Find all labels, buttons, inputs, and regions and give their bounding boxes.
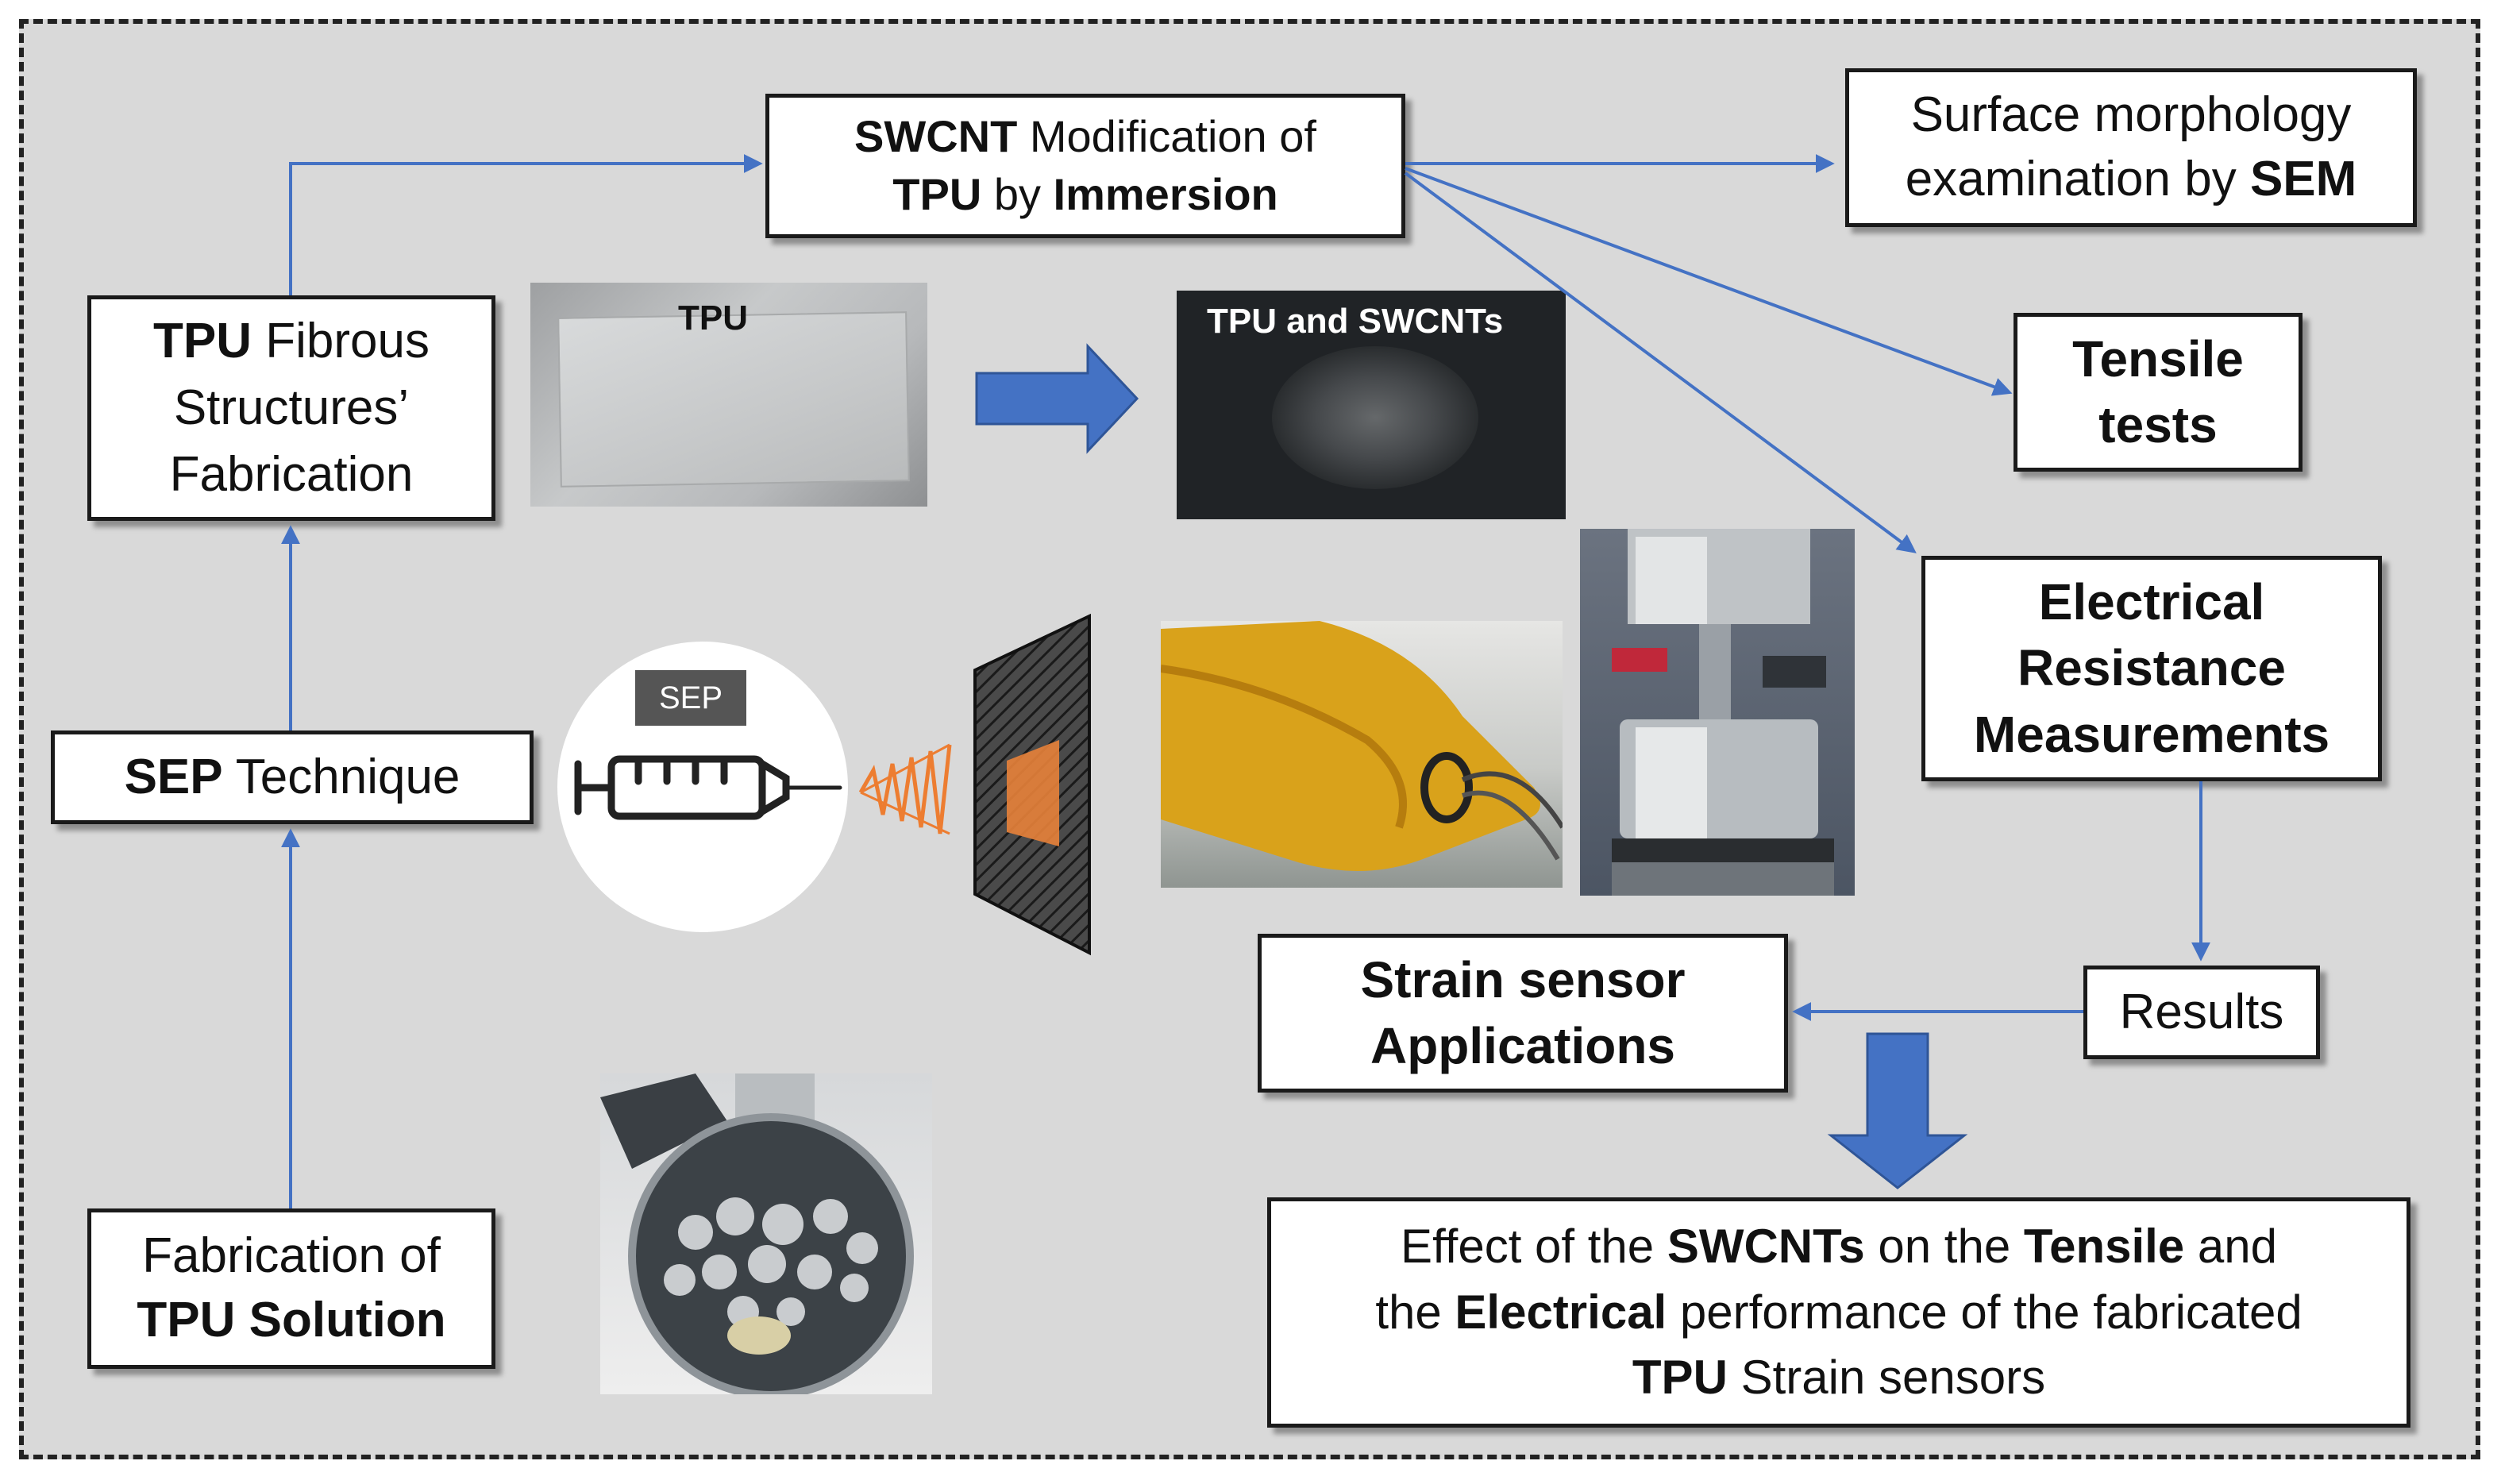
effect-text-1e: and (2184, 1219, 2277, 1273)
tpu-bold: TPU (892, 169, 982, 219)
surface-morphology-line1: Surface morphology (1910, 87, 2352, 143)
effect-box: Effect of the SWCNTs on the Tensile and … (1267, 1197, 2410, 1428)
fabrication-line: Fabrication (169, 446, 414, 502)
glove-photo (1161, 621, 1563, 888)
arrow-fibrous-to-modification (289, 154, 763, 295)
structures-line: Structures’ (173, 380, 410, 436)
swcnt-modification-box: SWCNT Modification of TPU by Immersion (765, 94, 1405, 238)
swcnts-bold: SWCNTs (1667, 1219, 1865, 1273)
block-arrow-down (1827, 1032, 1968, 1189)
results-label: Results (2119, 984, 2284, 1039)
collector-target (1007, 740, 1059, 846)
tensile-bold: Tensile (2023, 1219, 2185, 1273)
block-arrow-right (975, 343, 1139, 454)
fabrication-of-line: Fabrication of (142, 1228, 441, 1284)
tpu-fibrous-bold: TPU (153, 314, 252, 369)
flask-illustration (600, 1073, 914, 1394)
strain-line2: Applications (1370, 1017, 1676, 1074)
electrical-line3: Measurements (1973, 705, 2330, 763)
fibrous-text: Fibrous (252, 314, 430, 369)
sem-bold: SEM (2249, 152, 2357, 206)
fabrication-solution-box: Fabrication of TPU Solution (87, 1208, 495, 1369)
tpu-swcnt-photo: TPU and SWCNTs (1177, 291, 1566, 519)
examination-text: examination by (1905, 152, 2250, 206)
sep-icon-label: SEP (635, 670, 746, 726)
immersion-bold: Immersion (1053, 169, 1278, 219)
electrical-line1: Electrical (2038, 573, 2265, 631)
strain-sensor-box: Strain sensor Applications (1258, 934, 1788, 1093)
tensile-line2: tests (2098, 396, 2218, 453)
results-box: Results (2083, 966, 2320, 1059)
effect-text-2a: the (1375, 1285, 1455, 1339)
effect-text-2c: performance of the fabricated (1667, 1285, 2303, 1339)
tensile-machine-photo (1580, 529, 1855, 896)
electrical-bold: Electrical (1455, 1285, 1667, 1339)
strain-line1: Strain sensor (1360, 950, 1686, 1008)
effect-text-3b: Strain sensors (1727, 1351, 2046, 1405)
modification-text: Modification of (1017, 111, 1316, 162)
effect-text-1a: Effect of the (1401, 1219, 1667, 1273)
tensile-tests-box: Tensile tests (2014, 313, 2303, 472)
spark-jet (858, 744, 952, 835)
swcnt-bold: SWCNT (854, 111, 1018, 162)
tpu-swcnt-photo-label: TPU and SWCNTs (1207, 302, 1504, 341)
tpu-solution-photo (600, 1073, 932, 1394)
arrow-modification-to-tensile (1405, 167, 2013, 396)
surface-morphology-box: Surface morphology examination by SEM (1845, 68, 2417, 227)
electrical-line2: Resistance (2017, 639, 2286, 697)
effect-text-1c: on the (1864, 1219, 2024, 1273)
by-text: by (981, 169, 1054, 219)
technique-text: Technique (222, 749, 461, 804)
arrow-modification-to-electrical (1404, 172, 1917, 553)
tpu-photo-label: TPU (678, 299, 748, 337)
tpu-membrane-photo: TPU (530, 283, 927, 507)
electrical-resistance-box: Electrical Resistance Measurements (1921, 556, 2382, 781)
tpu-bold-effect: TPU (1632, 1351, 1728, 1405)
tpu-solution-bold: TPU Solution (137, 1293, 446, 1347)
glove-illustration (1161, 621, 1563, 871)
tensile-line1: Tensile (2072, 330, 2244, 387)
syringe-icon (574, 755, 842, 820)
tpu-fibrous-box: TPU Fibrous Structures’ Fabrication (87, 295, 495, 521)
tensile-machine-illustration (1612, 529, 1834, 896)
sep-technique-box: SEP Technique (51, 730, 534, 824)
sep-bold: SEP (124, 749, 223, 804)
